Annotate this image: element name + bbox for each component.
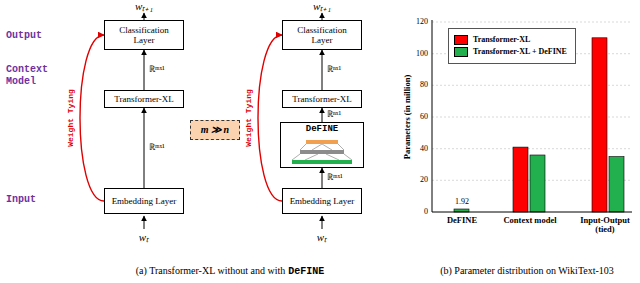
process-box: Transformer-XL (282, 90, 362, 108)
axis-title: Parameters (in million) (403, 75, 412, 160)
word-label: wₜ₊₁ (119, 0, 169, 12)
tick-label: 80 (396, 80, 428, 90)
subcaption: (a) Transformer-XL without and with (136, 265, 285, 276)
flow-arrow (322, 168, 323, 188)
ratio-box: m ≫ n (190, 120, 240, 140)
edge-label: ℝᵐˣ¹ (326, 173, 344, 183)
edge-label: Weight Tying (245, 88, 254, 148)
node-text: Transformer-XL (292, 94, 351, 104)
input-arrow (144, 216, 145, 229)
process-box: Classification Layer (104, 20, 184, 50)
flow-arrow (322, 50, 323, 90)
axes (432, 20, 632, 212)
weight-tying-arrow (80, 35, 104, 201)
bar (530, 155, 545, 212)
process-box: Transformer-XL (104, 90, 184, 108)
tick-label: 120 (396, 17, 428, 27)
output-arrow (144, 13, 145, 20)
bar (592, 38, 607, 212)
define-box: DeFINE (280, 122, 364, 168)
node-text: Embedding Layer (290, 196, 355, 206)
weight-tying-arrow (258, 35, 282, 201)
input-arrow (322, 216, 323, 229)
word-label: wₜ₊₁ (297, 0, 347, 12)
category-label: DeFINE (437, 216, 487, 225)
tick-label: 20 (396, 175, 428, 185)
edge-label: ℝⁿˣ¹ (326, 65, 342, 75)
row-label: Input (6, 194, 66, 206)
layer-bar (300, 150, 344, 154)
process-box: Embedding Layer (104, 188, 184, 214)
tick-label: 100 (396, 49, 428, 59)
tick-label: 0 (396, 207, 428, 217)
node-text: Classification Layer (286, 25, 358, 46)
flow-arrow (144, 108, 145, 188)
legend-text: Transformer-XL + DeFINE (473, 47, 567, 57)
edge-label: ℝⁿˣ¹ (326, 110, 342, 120)
layer-bar (306, 140, 338, 144)
legend-swatch (454, 47, 468, 57)
legend-text: Transformer-XL (473, 35, 530, 45)
value-label: 1.92 (446, 197, 478, 207)
bar (609, 157, 624, 212)
layer-bar (292, 160, 352, 164)
edge-label: Weight Tying (67, 88, 76, 148)
legend-row: Transformer-XL (454, 35, 570, 45)
category-label: Input-Output (tied) (572, 216, 638, 235)
output-arrow (322, 13, 323, 20)
flow-arrow (144, 50, 145, 90)
node-text: Embedding Layer (112, 196, 177, 206)
tick-label: 40 (396, 144, 428, 154)
process-box: Embedding Layer (282, 188, 362, 214)
bar-chart (432, 20, 632, 212)
define-illustration (292, 140, 352, 164)
bar (513, 147, 528, 212)
tick-label: 60 (396, 112, 428, 122)
row-label: Context Model (6, 64, 64, 87)
legend-row: Transformer-XL + DeFINE (454, 47, 570, 57)
node-text: Transformer-XL (114, 94, 173, 104)
node-text: Classification Layer (108, 25, 180, 46)
category-label: Context model (503, 216, 557, 225)
caption-line: (b) Parameter distribution on WikiText-1… (415, 260, 639, 278)
caption-line: (a) Transformer-XL without and withDeFIN… (40, 260, 420, 278)
flow-arrow (322, 108, 323, 122)
subcaption-name: DeFINE (288, 266, 324, 277)
edge-label: ℝᵐˣ¹ (148, 65, 166, 75)
legend-swatch (454, 35, 468, 45)
legend-box: Transformer-XL Transformer-XL + DeFINE (448, 28, 576, 64)
subcaption: (b) Parameter distribution on WikiText-1… (440, 265, 614, 276)
node-text: m ≫ n (201, 124, 229, 136)
edge-label: ℝᵐˣ¹ (148, 143, 166, 153)
node-text: DeFINE (306, 124, 338, 134)
word-label: wₜ (119, 231, 169, 243)
row-label: Output (6, 30, 66, 42)
process-box: Classification Layer (282, 20, 362, 50)
word-label: wₜ (297, 231, 347, 243)
